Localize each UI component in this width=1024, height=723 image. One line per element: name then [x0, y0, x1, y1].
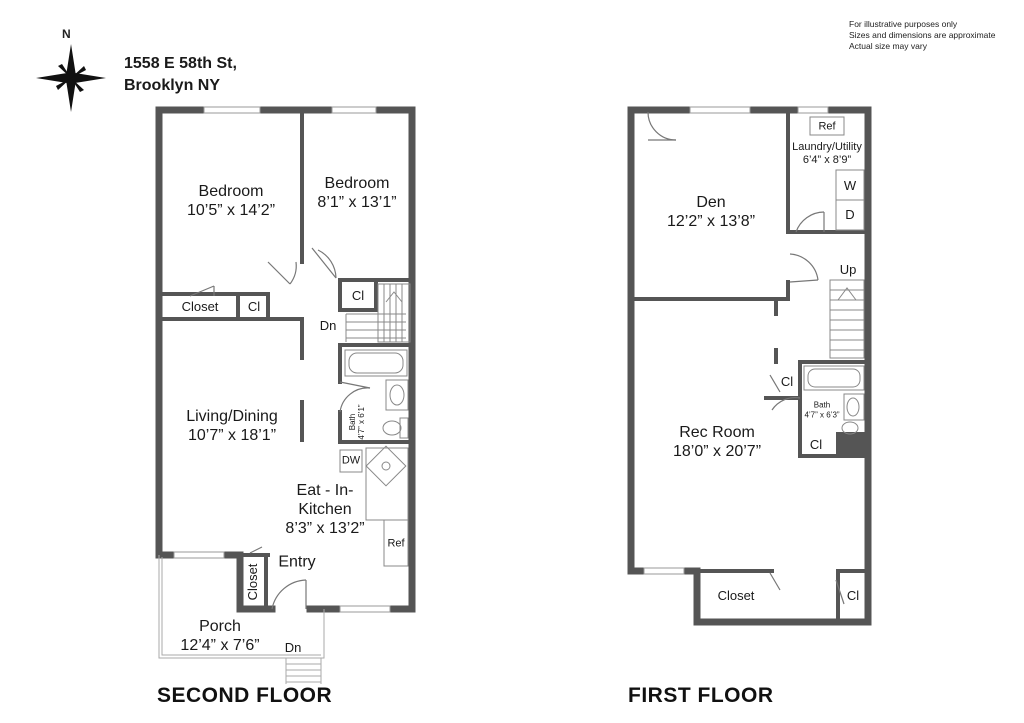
- room-dims: 12’2” x 13’8”: [666, 213, 756, 230]
- compass-rose-icon: [36, 44, 106, 112]
- second-bedroom-1-label: Bedroom 10’5” x 14’2”: [187, 182, 275, 220]
- room-name: Den: [696, 193, 726, 211]
- first-bath-label: Bath 4’7” x 6’3”: [804, 400, 839, 419]
- room-dims: 6’4” x 8’9”: [802, 154, 852, 166]
- room-name: Bedroom: [198, 182, 264, 200]
- first-rec-room-label: Rec Room 18’0” x 20’7”: [673, 423, 761, 461]
- room-name: Bath: [813, 400, 831, 410]
- disclaimer: For illustrative purposes only Sizes and…: [849, 19, 995, 52]
- address-line-1: 1558 E 58th St,: [124, 55, 237, 72]
- first-cl-3-label: Cl: [846, 588, 860, 604]
- second-kitchen-label: Eat - In- Kitchen 8’3” x 13’2”: [285, 481, 364, 539]
- room-dims: 10’7” x 18’1”: [187, 427, 277, 444]
- room-dims: 8’3” x 13’2”: [285, 520, 365, 538]
- first-floor-plan: [627, 106, 872, 626]
- disclaimer-line-2: Sizes and dimensions are approximate: [849, 30, 996, 40]
- second-bedroom-2-label: Bedroom 8’1” x 13’1”: [317, 174, 396, 212]
- room-name: Rec Room: [679, 423, 755, 441]
- second-floor-title: SECOND FLOOR: [157, 684, 333, 707]
- room-dims: 12’4” x 7’6”: [180, 637, 260, 654]
- compass-north-label: N: [62, 27, 71, 41]
- first-cl-1-label: Cl: [780, 374, 794, 390]
- second-cl-2-label: Cl: [351, 288, 365, 304]
- room-name: Bath: [348, 413, 357, 431]
- first-washer-label: W: [843, 178, 857, 194]
- room-dims: 10’5” x 14’2”: [186, 202, 276, 219]
- room-dims: 4’7” x 6’1”: [357, 404, 366, 440]
- second-floor-plan: [155, 106, 416, 684]
- room-name: Bedroom: [324, 174, 390, 192]
- property-address: 1558 E 58th St, Brooklyn NY: [124, 53, 237, 97]
- room-dims: 18’0” x 20’7”: [672, 443, 762, 460]
- room-name: Porch: [199, 617, 241, 635]
- room-name: Living/Dining: [186, 407, 278, 425]
- room-name-line-1: Eat - In-: [296, 482, 354, 500]
- second-stairs-down-label: Dn: [319, 318, 337, 334]
- second-refrigerator-label: Ref: [387, 537, 405, 550]
- first-cl-2-label: Cl: [809, 437, 823, 453]
- first-refrigerator-label: Ref: [818, 120, 836, 133]
- second-dishwasher-label: DW: [341, 454, 361, 467]
- utility-block: [836, 432, 866, 456]
- second-porch-label: Porch 12’4” x 7’6”: [180, 617, 259, 655]
- room-dims: 4’7” x 6’3”: [804, 410, 840, 419]
- room-name-line-2: Kitchen: [298, 501, 352, 519]
- room-dims: 8’1” x 13’1”: [317, 194, 397, 211]
- first-stairs-up-label: Up: [839, 262, 857, 278]
- second-cl-1-label: Cl: [247, 299, 261, 315]
- second-entry-closet-label: Closet: [245, 563, 261, 601]
- first-floor-title: FIRST FLOOR: [628, 684, 774, 707]
- first-laundry-label: Laundry/Utility 6’4” x 8’9”: [792, 141, 862, 167]
- first-dryer-label: D: [845, 207, 855, 223]
- disclaimer-line-1: For illustrative purposes only: [849, 19, 958, 29]
- address-line-2: Brooklyn NY: [124, 77, 221, 94]
- second-closet-label: Closet: [181, 299, 219, 315]
- second-living-dining-label: Living/Dining 10’7” x 18’1”: [186, 407, 278, 445]
- disclaimer-line-3: Actual size may vary: [849, 41, 927, 51]
- second-entry-label: Entry: [278, 553, 316, 571]
- room-name: Laundry/Utility: [792, 140, 862, 153]
- second-porch-down-label: Dn: [284, 640, 302, 656]
- first-closet-label: Closet: [717, 588, 755, 604]
- second-bath-label: Bath 4’7” x 6’1”: [348, 404, 366, 439]
- first-den-label: Den 12’2” x 13’8”: [667, 193, 755, 231]
